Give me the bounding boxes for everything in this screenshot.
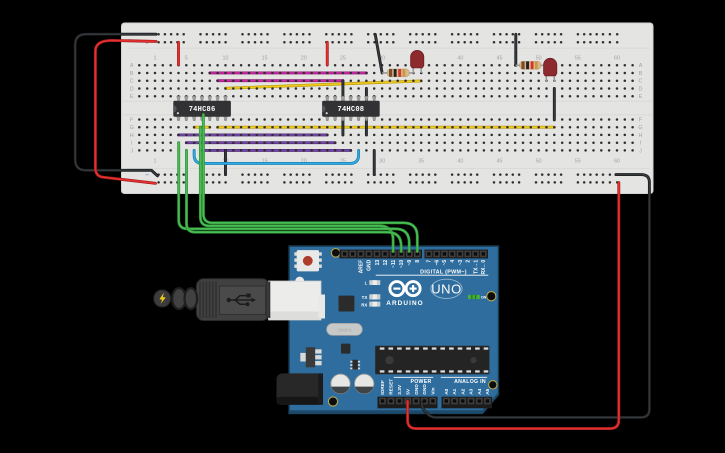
svg-text:5V: 5V bbox=[405, 388, 411, 395]
svg-text:10: 10 bbox=[223, 56, 229, 62]
svg-text:–: – bbox=[145, 172, 149, 179]
svg-text:~3: ~3 bbox=[458, 260, 464, 266]
svg-text:GND: GND bbox=[422, 384, 428, 395]
svg-text:RX←0: RX←0 bbox=[481, 260, 487, 275]
svg-text:35: 35 bbox=[418, 158, 424, 164]
svg-text:50: 50 bbox=[536, 56, 542, 62]
svg-text:B: B bbox=[639, 71, 643, 77]
svg-text:15: 15 bbox=[262, 56, 268, 62]
svg-text:ANALOG IN: ANALOG IN bbox=[454, 379, 486, 385]
svg-text:C: C bbox=[130, 79, 134, 85]
svg-text:30: 30 bbox=[379, 158, 385, 164]
svg-text:A5: A5 bbox=[485, 388, 491, 394]
svg-text:G: G bbox=[130, 125, 134, 131]
svg-text:50: 50 bbox=[536, 158, 542, 164]
svg-text:L: L bbox=[365, 281, 368, 286]
svg-text:A: A bbox=[130, 63, 134, 69]
svg-text:E: E bbox=[130, 94, 134, 100]
svg-text:TX→1: TX→1 bbox=[473, 260, 479, 274]
svg-text:RESET: RESET bbox=[389, 379, 395, 395]
svg-text:30: 30 bbox=[379, 56, 385, 62]
svg-text:45: 45 bbox=[497, 158, 503, 164]
svg-text:60: 60 bbox=[614, 158, 620, 164]
svg-text:~9: ~9 bbox=[407, 260, 413, 266]
svg-text:3.3V: 3.3V bbox=[397, 384, 403, 395]
svg-text:H: H bbox=[130, 133, 134, 139]
svg-text:Vin: Vin bbox=[431, 387, 437, 394]
svg-text:8: 8 bbox=[415, 260, 421, 263]
svg-text:I: I bbox=[640, 141, 642, 147]
svg-text:~10: ~10 bbox=[399, 260, 405, 269]
svg-text:A4: A4 bbox=[477, 388, 483, 394]
svg-text:1: 1 bbox=[154, 56, 157, 62]
svg-text:A: A bbox=[639, 63, 643, 69]
svg-text:~5: ~5 bbox=[442, 260, 448, 266]
svg-text:40: 40 bbox=[457, 56, 463, 62]
svg-text:IOREF: IOREF bbox=[380, 380, 386, 395]
svg-text:12: 12 bbox=[383, 260, 389, 266]
svg-text:7: 7 bbox=[427, 260, 433, 263]
svg-text:2: 2 bbox=[466, 260, 472, 263]
svg-text:13: 13 bbox=[375, 260, 381, 266]
svg-text:25: 25 bbox=[340, 158, 346, 164]
svg-text:H: H bbox=[639, 133, 643, 139]
svg-text:J: J bbox=[639, 148, 642, 154]
svg-text:25: 25 bbox=[340, 56, 346, 62]
svg-text:1: 1 bbox=[154, 158, 157, 164]
svg-text:5: 5 bbox=[185, 56, 188, 62]
svg-text:~6: ~6 bbox=[435, 260, 441, 266]
svg-text:74HC08: 74HC08 bbox=[338, 106, 365, 114]
svg-text:POWER: POWER bbox=[410, 379, 431, 385]
svg-text:4: 4 bbox=[450, 260, 456, 263]
svg-text:60: 60 bbox=[614, 56, 620, 62]
svg-text:UNO: UNO bbox=[431, 281, 461, 296]
svg-text:D: D bbox=[639, 86, 643, 92]
svg-text:45: 45 bbox=[497, 56, 503, 62]
svg-text:B: B bbox=[130, 71, 134, 77]
svg-text:20: 20 bbox=[301, 158, 307, 164]
svg-text:16MHz: 16MHz bbox=[337, 328, 352, 333]
svg-text:40: 40 bbox=[457, 158, 463, 164]
svg-text:A0: A0 bbox=[444, 388, 450, 394]
svg-text:GND: GND bbox=[414, 384, 420, 395]
svg-text:ARDUINO: ARDUINO bbox=[386, 300, 424, 307]
svg-text:E: E bbox=[639, 94, 643, 100]
svg-text:I: I bbox=[131, 141, 133, 147]
svg-text:55: 55 bbox=[575, 56, 581, 62]
svg-text:74HC86: 74HC86 bbox=[189, 106, 216, 114]
svg-text:C: C bbox=[639, 79, 643, 85]
svg-text:ON: ON bbox=[481, 296, 487, 300]
svg-text:RX: RX bbox=[361, 302, 367, 307]
svg-text:20: 20 bbox=[301, 56, 307, 62]
svg-text:AREF: AREF bbox=[359, 260, 365, 274]
svg-text:15: 15 bbox=[262, 158, 268, 164]
svg-text:J: J bbox=[130, 148, 133, 154]
svg-text:+: + bbox=[145, 40, 149, 47]
svg-text:A3: A3 bbox=[469, 388, 475, 394]
svg-text:A2: A2 bbox=[461, 388, 467, 394]
svg-text:TX: TX bbox=[362, 295, 368, 300]
svg-text:A1: A1 bbox=[452, 388, 458, 394]
svg-text:G: G bbox=[638, 125, 642, 131]
svg-text:55: 55 bbox=[575, 158, 581, 164]
svg-text:GND: GND bbox=[367, 259, 373, 271]
svg-text:F: F bbox=[130, 117, 134, 123]
svg-text:~11: ~11 bbox=[391, 260, 397, 268]
svg-text:F: F bbox=[639, 117, 643, 123]
svg-text:D: D bbox=[130, 86, 134, 92]
svg-text:DIGITAL (PWM~): DIGITAL (PWM~) bbox=[420, 269, 467, 275]
